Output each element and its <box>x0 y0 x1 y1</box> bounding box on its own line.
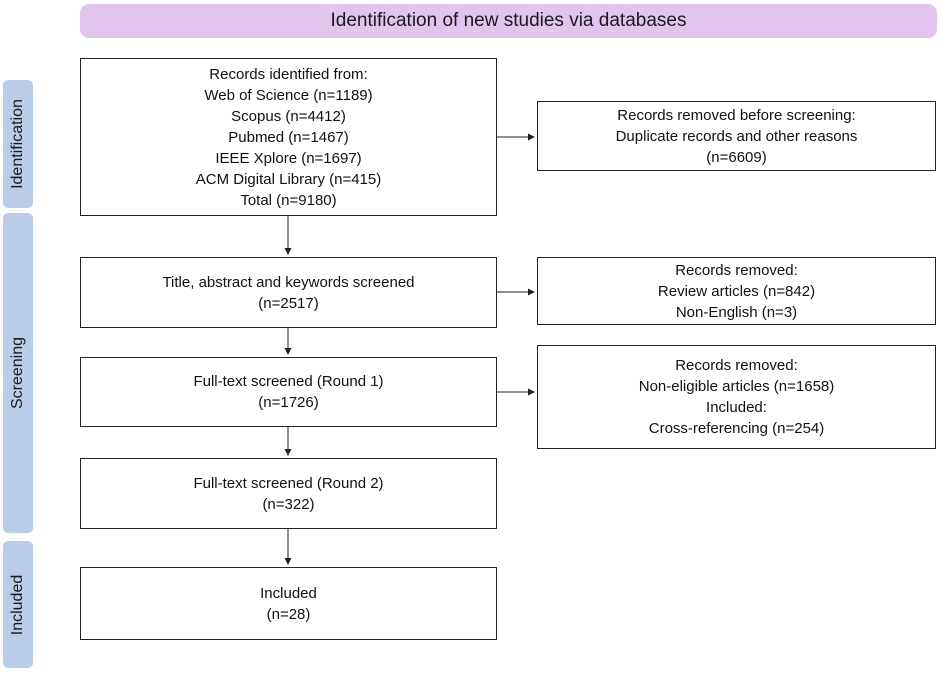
records-acm: ACM Digital Library (n=415) <box>195 170 382 188</box>
included-label: Included <box>260 584 317 602</box>
title-abstract-label: Title, abstract and keywords screened <box>162 273 415 291</box>
fulltext-round2-label: Full-text screened (Round 2) <box>193 474 384 492</box>
fulltext-round1-label: Full-text screened (Round 1) <box>193 373 384 390</box>
cross-referencing: Cross-referencing (n=254) <box>648 420 825 437</box>
included-box: Included (n=28) <box>80 567 497 640</box>
title-abstract-count: (n=2517) <box>258 294 319 312</box>
fulltext-round1-count: (n=1726) <box>258 394 319 411</box>
stage-identification: Identification <box>3 80 33 208</box>
removed-review-heading: Records removed: <box>675 261 798 279</box>
fulltext-round1-box: Full-text screened (Round 1) (n=1726) <box>80 357 497 427</box>
fulltext-round2-count: (n=322) <box>262 495 315 513</box>
records-identified-box: Records identified from: Web of Science … <box>80 58 497 216</box>
included-heading: Included: <box>706 399 767 416</box>
removed-review-articles: Review articles (n=842) <box>657 282 816 300</box>
records-scopus: Scopus (n=4412) <box>231 107 346 125</box>
removed-noneligible-box: Records removed: Non-eligible articles (… <box>537 345 936 449</box>
records-wos: Web of Science (n=1189) <box>204 86 373 104</box>
fulltext-round2-box: Full-text screened (Round 2) (n=322) <box>80 458 497 529</box>
records-pubmed: Pubmed (n=1467) <box>228 128 349 146</box>
removed-before-heading: Records removed before screening: <box>617 106 856 124</box>
removed-noneligible-articles: Non-eligible articles (n=1658) <box>638 378 835 395</box>
removed-before-count: (n=6609) <box>706 148 767 166</box>
removed-review-box: Records removed: Review articles (n=842)… <box>537 257 936 325</box>
records-total: Total (n=9180) <box>240 191 337 209</box>
header-title: Identification of new studies via databa… <box>330 10 687 31</box>
removed-non-english: Non-English (n=3) <box>675 303 798 321</box>
stage-screening: Screening <box>3 213 33 533</box>
stage-included: Included <box>3 541 33 668</box>
included-count: (n=28) <box>266 605 311 623</box>
diagram-header: Identification of new studies via databa… <box>80 4 937 38</box>
removed-before-reason: Duplicate records and other reasons <box>615 127 858 145</box>
records-identified-heading: Records identified from: <box>209 65 368 83</box>
title-abstract-box: Title, abstract and keywords screened (n… <box>80 257 497 328</box>
removed-noneligible-heading: Records removed: <box>675 357 798 374</box>
removed-before-screening-box: Records removed before screening: Duplic… <box>537 101 936 171</box>
records-ieee: IEEE Xplore (n=1697) <box>215 149 362 167</box>
